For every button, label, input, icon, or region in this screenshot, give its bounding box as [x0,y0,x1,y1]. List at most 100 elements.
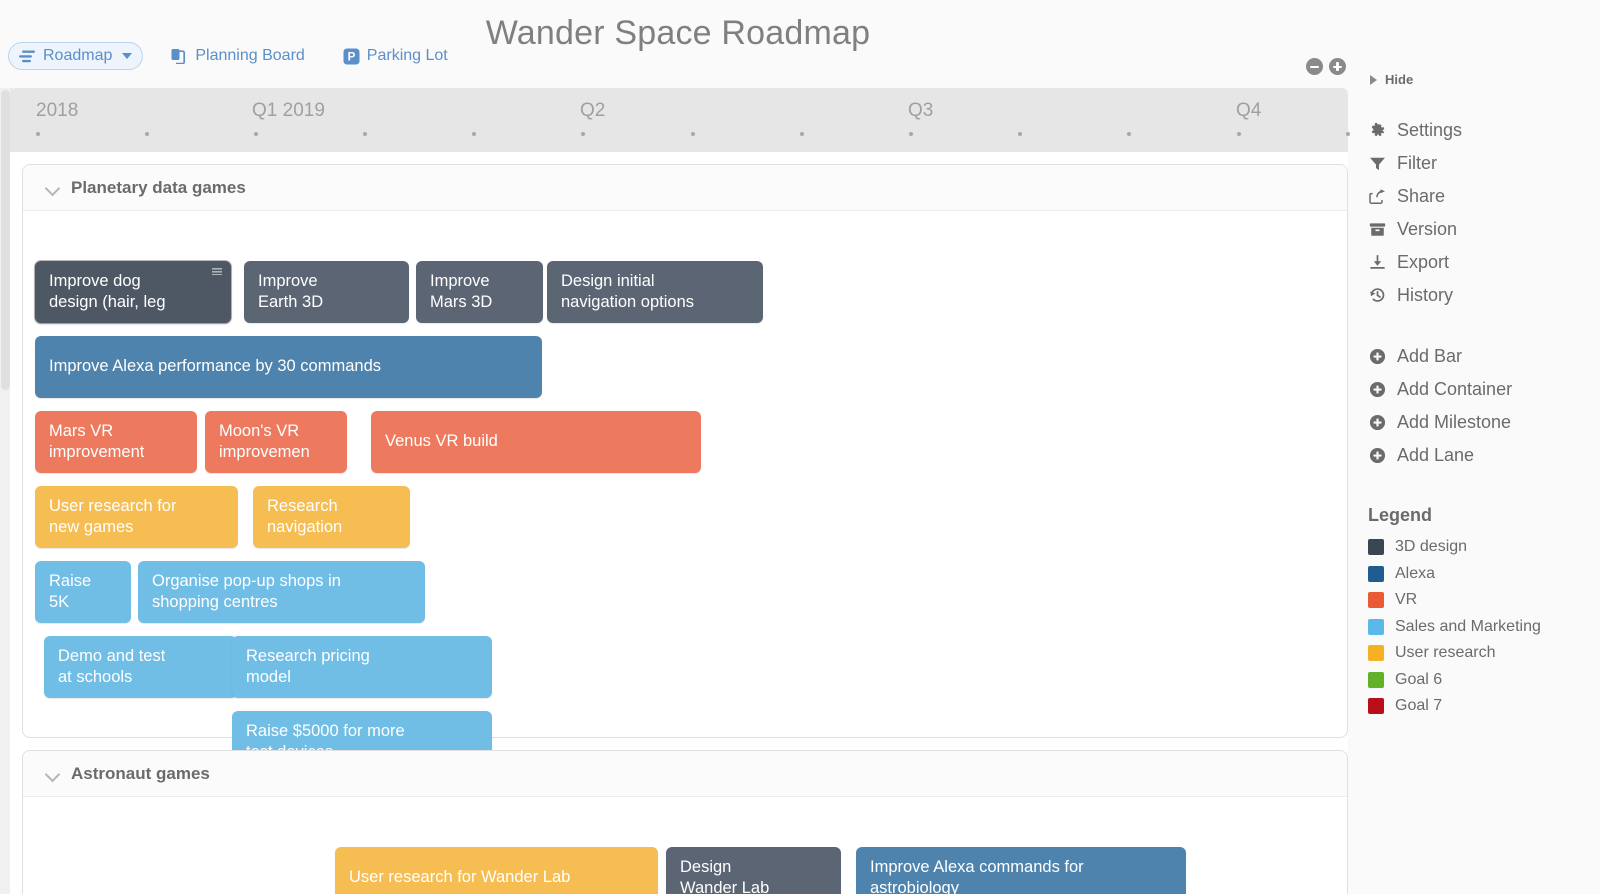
sidebar-item-export[interactable]: Export [1368,246,1588,279]
tab-parking-lot[interactable]: P Parking Lot [333,42,458,70]
legend-item[interactable]: User research [1368,640,1588,667]
roadmap-bar[interactable]: Moon's VR improvemen [205,411,347,473]
page-title: Wander Space Roadmap [485,14,871,52]
roadmap-bar[interactable]: Improve Mars 3D [416,261,543,323]
sidebar-action-add-container[interactable]: Add Container [1368,373,1588,406]
tab-planning-board[interactable]: Planning Board [161,42,314,70]
roadmap-bar-label: User research for new games [49,496,177,536]
tab-roadmap[interactable]: Roadmap [8,42,144,70]
chevron-down-icon [122,53,133,59]
roadmap-bar-label: Design Wander Lab [680,857,770,894]
legend-swatch [1368,645,1384,662]
sidebar-action-add-bar[interactable]: Add Bar [1368,340,1588,373]
legend-label: Goal 6 [1395,670,1443,688]
tab-roadmap-label: Roadmap [43,47,113,64]
roadmap-bar[interactable]: Research pricing model [232,636,492,698]
roadmap-bar[interactable]: Improve Earth 3D [244,261,409,323]
roadmap-bar-label: Improve Alexa performance by 30 commands [49,357,381,376]
sidebar-item-label: Share [1397,186,1446,206]
timeline-tick [1346,132,1350,136]
roadmap-bar[interactable]: Raise 5K [35,561,131,623]
roadmap-bar[interactable]: User research for new games [35,486,238,548]
chevron-down-icon[interactable] [45,180,61,196]
plus-circle-icon [1368,348,1387,365]
zoom-controls [1306,58,1346,75]
roadmap-bar-label: Moon's VR improvemen [219,421,310,461]
legend-item[interactable]: 3D design [1368,534,1588,561]
timeline-tick [800,132,804,136]
sidebar-item-history[interactable]: History [1368,279,1588,312]
legend-label: Goal 7 [1395,697,1443,715]
roadmap-bar[interactable]: Organise pop-up shops in shopping centre… [138,561,425,623]
legend-item[interactable]: VR [1368,587,1588,614]
legend-label: VR [1395,591,1418,609]
menu-divider [1368,312,1588,340]
legend-label: Alexa [1395,564,1436,582]
sidebar-item-settings[interactable]: Settings [1368,114,1588,147]
roadmap-bar-label: Improve Mars 3D [430,271,493,311]
roadmap-bar-label: Research pricing model [246,646,370,686]
sidebar-item-share[interactable]: Share [1368,180,1588,213]
plus-circle-icon [1368,414,1387,431]
timeline-tick [36,132,40,136]
download-icon [1368,254,1387,271]
sidebar-action-label: Add Container [1397,379,1513,399]
legend-item[interactable]: Goal 6 [1368,667,1588,694]
roadmap-bar[interactable]: User research for Wander Lab [335,847,658,894]
roadmap-bar-label: Improve Alexa commands for astrobiology [870,857,1084,894]
scrollbar-thumb[interactable] [1,90,10,390]
legend-swatch [1368,592,1384,609]
sidebar-action-add-milestone[interactable]: Add Milestone [1368,406,1588,439]
svg-text:P: P [347,51,355,63]
timeline-tick [581,132,585,136]
view-tabs: Roadmap Planning Board P [8,42,458,70]
legend-item[interactable]: Sales and Marketing [1368,614,1588,641]
legend-label: 3D design [1395,538,1468,556]
roadmap-bar-label: Mars VR improvement [49,421,145,461]
roadmap-bar-label: User research for Wander Lab [349,868,571,887]
roadmap-bar[interactable]: Venus VR build [371,411,701,473]
drag-handle-icon[interactable] [212,268,222,275]
legend-title: Legend [1368,505,1433,525]
sidebar-action-add-lane[interactable]: Add Lane [1368,439,1588,472]
legend-swatch [1368,618,1384,635]
timeline-tick [691,132,695,136]
roadmap-bar[interactable]: Research navigation [253,486,410,548]
timeline-label: 2018 [36,100,79,121]
zoom-in-button[interactable] [1329,58,1346,75]
gear-icon [1368,122,1387,139]
roadmap-bar[interactable]: Improve Alexa performance by 30 commands [35,336,542,398]
sidebar-item-filter[interactable]: Filter [1368,147,1588,180]
legend-item[interactable]: Goal 7 [1368,693,1588,720]
roadmap-bar-label: Design initial navigation options [561,271,695,311]
roadmap-bar[interactable]: Mars VR improvement [35,411,197,473]
timeline-tick [1237,132,1241,136]
tab-planning-board-label: Planning Board [195,47,305,64]
hide-label: Hide [1385,72,1414,87]
timeline-label: Q3 [908,100,934,121]
container-header[interactable]: Planetary data games [23,165,1347,211]
timeline-tick [1018,132,1022,136]
share-icon [1368,188,1387,205]
sidebar-action-label: Add Milestone [1397,412,1512,432]
zoom-out-button[interactable] [1306,58,1323,75]
roadmap-bar[interactable]: Demo and test at schools [44,636,237,698]
roadmap-bar[interactable]: Design initial navigation options [547,261,763,323]
chevron-down-icon[interactable] [45,766,61,782]
hide-toggle[interactable]: Hide [1370,72,1413,87]
roadmap-bar[interactable]: Improve Alexa commands for astrobiology [856,847,1186,894]
roadmap-bar[interactable]: Improve dog design (hair, leg [35,261,231,323]
sidebar-item-version[interactable]: Version [1368,213,1588,246]
timeline-tick [909,132,913,136]
roadmap-bar-label: Research navigation [267,496,343,536]
container-header[interactable]: Astronaut games [23,751,1347,797]
legend-item[interactable]: Alexa [1368,561,1588,588]
roadmap-bar[interactable]: Design Wander Lab [666,847,841,894]
chevron-right-icon [1370,74,1377,85]
plus-circle-icon [1368,381,1387,398]
